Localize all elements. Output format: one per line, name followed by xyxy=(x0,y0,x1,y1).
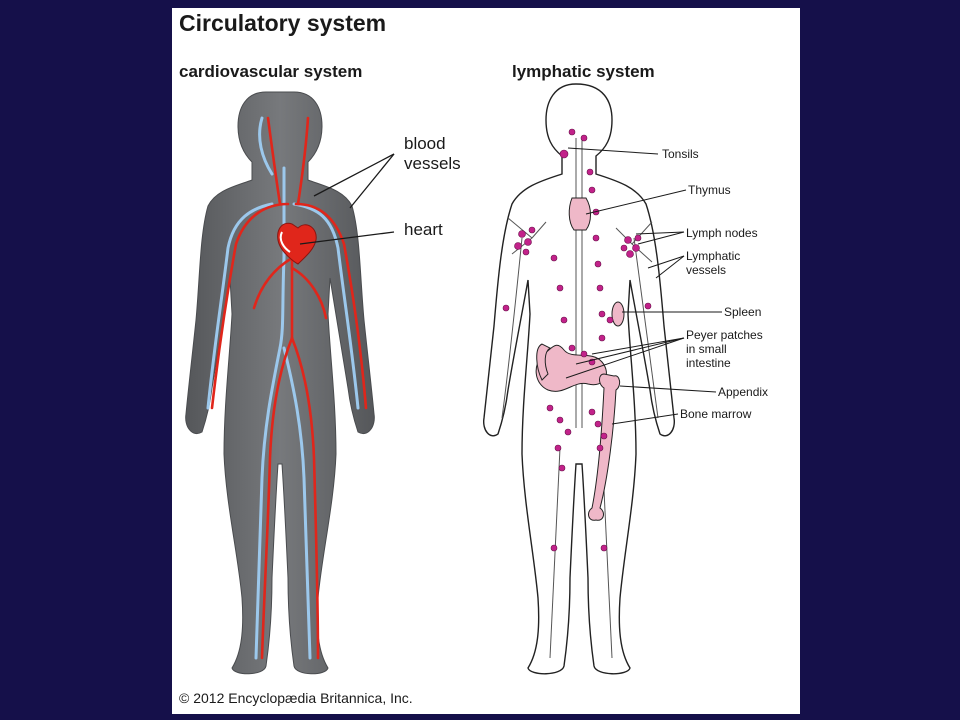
figure-title: Circulatory system xyxy=(179,10,387,36)
heart-highlight xyxy=(279,231,291,253)
illustration xyxy=(185,83,722,675)
lymphatic-title: lymphatic system xyxy=(512,62,655,81)
cardio-figure xyxy=(185,91,395,675)
heart-shape xyxy=(277,222,317,265)
thymus-shape xyxy=(568,197,591,231)
label-peyer-patches: Peyer patches in small intestine xyxy=(686,328,763,370)
label-blood-vessels-line1: blood xyxy=(404,134,446,153)
colon-shape xyxy=(536,343,551,381)
label-thymus: Thymus xyxy=(688,183,731,197)
label-peyer-patches-line2: in small xyxy=(686,342,727,356)
label-lymphatic-vessels-line1: Lymphatic xyxy=(686,249,741,263)
lymph-figure xyxy=(483,83,722,675)
label-tonsils: Tonsils xyxy=(662,147,699,161)
label-peyer-patches-line1: Peyer patches xyxy=(686,328,763,342)
label-peyer-patches-line3: intestine xyxy=(686,356,731,370)
label-lymph-nodes: Lymph nodes xyxy=(686,226,758,240)
cardio-leader-lines xyxy=(299,153,395,245)
figure-panel: Circulatory system cardiovascular system… xyxy=(172,8,800,714)
arteries xyxy=(210,116,368,660)
veins xyxy=(206,116,360,660)
lymph-nodes xyxy=(502,128,652,552)
label-appendix: Appendix xyxy=(718,385,769,399)
label-heart: heart xyxy=(404,220,443,239)
label-spleen: Spleen xyxy=(724,305,762,319)
label-bone-marrow: Bone marrow xyxy=(680,407,752,421)
label-lymphatic-vessels-line2: vessels xyxy=(686,263,727,277)
label-lymphatic-vessels: Lymphatic vessels xyxy=(686,249,740,277)
lymph-leader-lines xyxy=(565,147,722,425)
spleen-shape xyxy=(611,301,625,327)
copyright-notice: © 2012 Encyclopædia Britannica, Inc. xyxy=(179,690,413,706)
femur-shape xyxy=(588,373,621,521)
label-blood-vessels: blood vessels xyxy=(404,134,461,174)
label-blood-vessels-line2: vessels xyxy=(404,154,461,173)
cardiovascular-title: cardiovascular system xyxy=(179,62,363,81)
